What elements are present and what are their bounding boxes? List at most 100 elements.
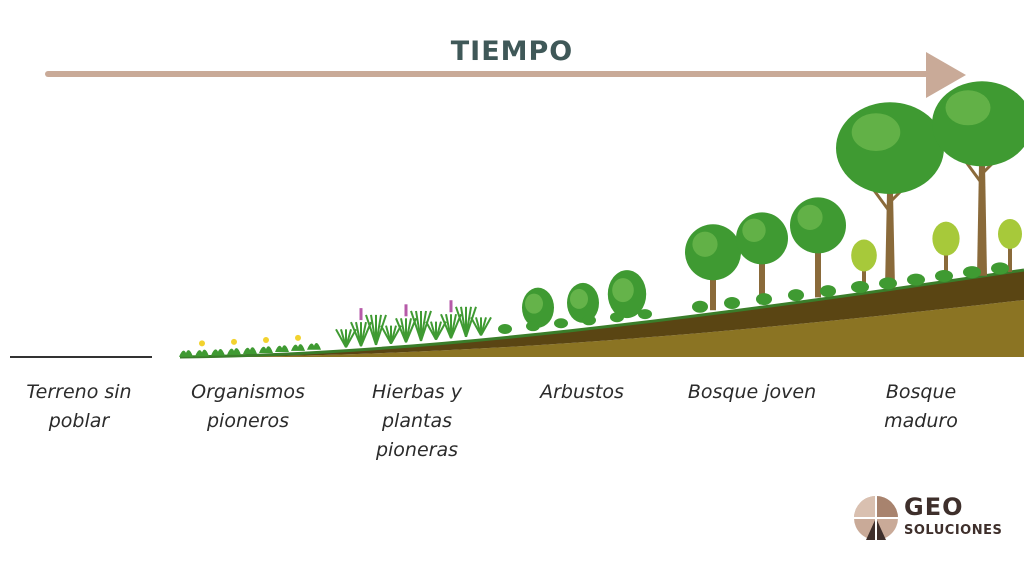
stage-label-line: Bosque joven bbox=[687, 381, 817, 403]
herb-plant bbox=[380, 325, 402, 345]
herb-plant bbox=[365, 314, 387, 346]
small-bush bbox=[851, 281, 869, 294]
purple-flower-spike bbox=[359, 308, 363, 321]
tree-canopy-highlight bbox=[945, 90, 991, 126]
pioneer-plant bbox=[275, 345, 289, 352]
pioneer-leaf bbox=[291, 344, 305, 351]
yellow-flower bbox=[199, 340, 205, 347]
young-forest bbox=[685, 197, 846, 313]
grass-blade bbox=[360, 321, 372, 347]
pioneer-plant bbox=[291, 334, 305, 351]
stage-label-line: plantas bbox=[381, 410, 453, 432]
pioneer-plant bbox=[243, 347, 257, 354]
herb-plant bbox=[440, 300, 462, 339]
herb-plant bbox=[470, 316, 492, 336]
yellow-flower bbox=[231, 338, 237, 345]
stage-label-shrubs: Arbustos bbox=[540, 378, 624, 407]
stage-label-line: Arbustos bbox=[540, 381, 624, 403]
pioneer-plant bbox=[259, 337, 273, 354]
time-label: TIEMPO bbox=[450, 36, 574, 67]
small-bush bbox=[724, 296, 740, 309]
tree-trunk bbox=[885, 192, 895, 289]
pioneer-plant bbox=[227, 338, 241, 355]
tree-trunk bbox=[710, 276, 716, 311]
pioneer-leaf bbox=[243, 347, 257, 354]
tree-canopy bbox=[851, 239, 877, 272]
pioneer-leaf bbox=[307, 343, 321, 350]
pioneer-leaf bbox=[211, 348, 225, 356]
stage-label-line: Terreno sin bbox=[26, 381, 132, 403]
young-tree bbox=[790, 197, 846, 298]
understory-tree bbox=[851, 239, 877, 292]
stage-label-line: Bosque bbox=[885, 381, 957, 403]
pioneer-plant bbox=[211, 348, 225, 356]
small-bush bbox=[963, 266, 981, 279]
time-arrow bbox=[45, 52, 966, 98]
tree-canopy-highlight bbox=[742, 218, 766, 243]
pioneer-leaf bbox=[195, 349, 209, 357]
soil-ground-surface bbox=[179, 268, 1024, 359]
purple-flower-spike bbox=[449, 300, 453, 313]
small-bush bbox=[935, 269, 953, 282]
stage-label-pioneers: Organismos pioneros bbox=[191, 378, 305, 436]
tree-canopy bbox=[932, 221, 960, 256]
young-tree bbox=[685, 224, 741, 311]
stage-label-line: Organismos bbox=[191, 381, 305, 403]
understory-tree bbox=[932, 221, 960, 281]
soil-upper-layer bbox=[180, 270, 1024, 357]
mature-forest bbox=[836, 81, 1024, 294]
small-bush bbox=[582, 315, 596, 326]
pioneer-plant bbox=[307, 343, 321, 350]
pioneer-leaf bbox=[179, 350, 193, 357]
tree-trunk bbox=[1008, 244, 1012, 272]
small-bush bbox=[610, 312, 624, 323]
logo-mark-icon bbox=[854, 496, 898, 540]
tree-canopy bbox=[836, 102, 944, 195]
small-bush bbox=[756, 293, 772, 306]
yellow-flower bbox=[295, 334, 301, 341]
herb-plant bbox=[335, 328, 357, 348]
herb-plant bbox=[425, 321, 447, 341]
pioneer-leaf bbox=[259, 346, 273, 354]
time-arrow-head bbox=[926, 52, 966, 98]
purple-flower-spike bbox=[404, 304, 408, 317]
tree-trunk bbox=[977, 163, 987, 276]
shrub-highlight bbox=[525, 293, 543, 314]
herb-plant bbox=[350, 308, 372, 347]
shrub bbox=[567, 282, 599, 323]
pioneer-leaf bbox=[227, 348, 241, 355]
herb-plant bbox=[395, 304, 417, 343]
small-bush bbox=[879, 277, 897, 290]
mature-tree bbox=[836, 102, 944, 289]
tree-trunk bbox=[815, 249, 821, 298]
shrub-highlight bbox=[612, 278, 634, 303]
stage-label-bare-ground: Terreno sin poblar bbox=[26, 378, 131, 436]
pioneer-leaf bbox=[275, 345, 289, 352]
small-bush bbox=[907, 273, 925, 286]
soil-wedge bbox=[179, 268, 1024, 359]
mature-tree bbox=[932, 81, 1024, 276]
stage-label-line: pioneras bbox=[375, 439, 459, 461]
shrubs bbox=[498, 270, 652, 335]
grass-blade bbox=[480, 316, 492, 336]
logo-subtitle: SOLUCIONES bbox=[904, 523, 1003, 538]
shrub bbox=[607, 270, 647, 319]
stage-label-line: poblar bbox=[48, 410, 110, 432]
logo-title: GEO bbox=[904, 493, 964, 521]
tree-canopy-highlight bbox=[851, 113, 901, 152]
tree-trunk bbox=[759, 260, 765, 305]
stage-label-mature-forest: Bosque maduro bbox=[884, 378, 958, 436]
small-bush bbox=[692, 300, 708, 313]
stage-label-line: pioneros bbox=[206, 410, 290, 432]
small-bush bbox=[554, 318, 568, 329]
small-bush bbox=[820, 285, 836, 298]
small-bush bbox=[498, 324, 512, 335]
pioneer-organisms bbox=[179, 334, 321, 357]
grass-blade bbox=[405, 317, 417, 343]
yellow-flower bbox=[263, 337, 269, 344]
small-bush bbox=[788, 289, 804, 302]
grass-blade bbox=[450, 313, 462, 339]
tree-canopy-highlight bbox=[797, 204, 823, 230]
shrub bbox=[522, 287, 554, 328]
